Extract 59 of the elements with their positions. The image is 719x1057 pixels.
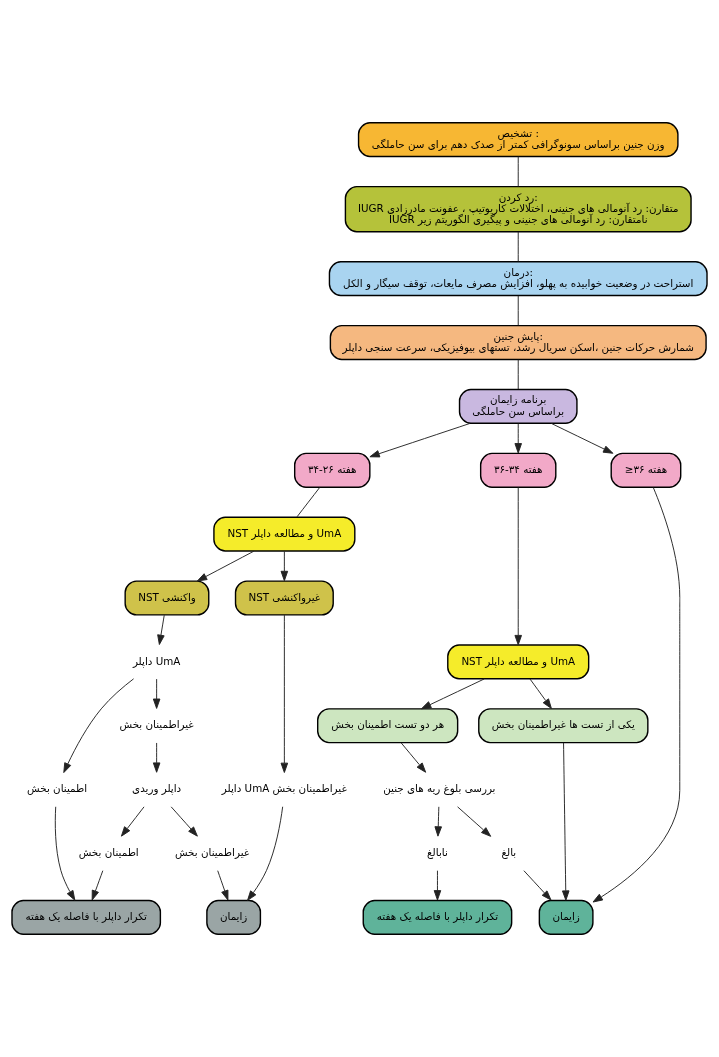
arrow bbox=[280, 550, 289, 582]
node-box: ۳۶-۳۴ هفته bbox=[479, 452, 557, 488]
node-box: زایمان bbox=[206, 899, 262, 935]
arrow bbox=[457, 806, 492, 837]
arrow bbox=[562, 742, 570, 901]
arrow bbox=[152, 742, 161, 773]
arrow bbox=[433, 870, 442, 901]
arrow bbox=[217, 870, 229, 901]
arrow bbox=[196, 550, 255, 582]
node-text: داپلر UmA غیراطمینان بخش bbox=[221, 782, 347, 795]
node-text: داپلر UmA bbox=[132, 654, 181, 667]
arrow bbox=[247, 806, 284, 901]
node-box: تکرار داپلر با فاصله یک هفته bbox=[362, 899, 513, 935]
node-box: هر دو تست اطمینان بخش bbox=[317, 708, 459, 744]
arrow bbox=[514, 423, 522, 454]
arrow bbox=[170, 806, 198, 837]
node-box: برنامه زایمان براساس سن حاملگی bbox=[458, 388, 578, 424]
node-text: بررسی بلوغ ریه های جنین bbox=[383, 782, 496, 795]
arrow bbox=[400, 742, 427, 773]
node-text: اطمینان بخش bbox=[78, 846, 139, 859]
node-box: NST و مطالعه داپلر UmA bbox=[447, 644, 590, 680]
node-box: ≥۳۶ هفته bbox=[610, 452, 682, 488]
node-box: NST واکنشی bbox=[124, 580, 210, 616]
arrow bbox=[157, 614, 165, 645]
arrow bbox=[152, 678, 161, 709]
arrow bbox=[592, 487, 681, 903]
node-box: رد کردن: IUGR متقارن: رد آنومالی های جنینی، اختلالات کاریوتیپ ، عفونت مادرزادی IUGR نامتقارن: رد آنومالی های جنینی و پیگیری الگوریتم زیر bbox=[344, 185, 692, 233]
node-box: ۳۴-۲۶ هفته bbox=[294, 452, 371, 488]
node-box: یکی از تست ها غیراطمینان بخش bbox=[478, 708, 649, 744]
node-text: غیراطمینان بخش bbox=[174, 846, 250, 859]
node-box: NST غیرواکنشی bbox=[234, 580, 334, 616]
node-box: تکرار داپلر با فاصله یک هفته bbox=[11, 899, 162, 935]
node-box: درمان: استراحت در وضعیت خوابیده به پهلو، افزایش مصرف مایعات، توقف سیگار و الکل bbox=[328, 261, 708, 297]
arrow bbox=[63, 678, 135, 774]
node-text: اطمینان بخش bbox=[27, 782, 88, 795]
arrow bbox=[551, 423, 614, 454]
arrow bbox=[120, 806, 145, 837]
node-box: پایش جنین: شمارش حرکات جنین ،اسکن سریال رشد، تستهای بیوفیزیکی، سرعت سنجی داپلر bbox=[329, 324, 707, 361]
node-box: تشخیص : وزن جنین براساس سونوگرافی کمتر از صدک دهم برای سن حاملگی bbox=[357, 122, 679, 158]
arrow bbox=[91, 870, 104, 901]
arrow bbox=[529, 678, 552, 709]
arrow bbox=[523, 870, 552, 901]
connector bbox=[517, 359, 519, 390]
node-text: غیراطمینان بخش bbox=[119, 718, 194, 731]
arrow bbox=[434, 806, 442, 837]
arrow bbox=[280, 614, 289, 773]
connector bbox=[517, 156, 519, 187]
arrow bbox=[369, 422, 471, 458]
connector bbox=[296, 487, 321, 518]
connector bbox=[517, 231, 519, 262]
arrow bbox=[421, 678, 485, 710]
node-box: NST و مطالعه داپلر UmA bbox=[213, 516, 356, 552]
node-text: نابالغ bbox=[427, 846, 448, 859]
node-text: بالغ bbox=[501, 846, 517, 859]
arrow bbox=[54, 806, 76, 901]
node-text: داپلر وریدی bbox=[132, 782, 182, 795]
arrow bbox=[514, 486, 522, 646]
node-box: زایمان bbox=[538, 899, 594, 935]
connector bbox=[517, 295, 519, 326]
